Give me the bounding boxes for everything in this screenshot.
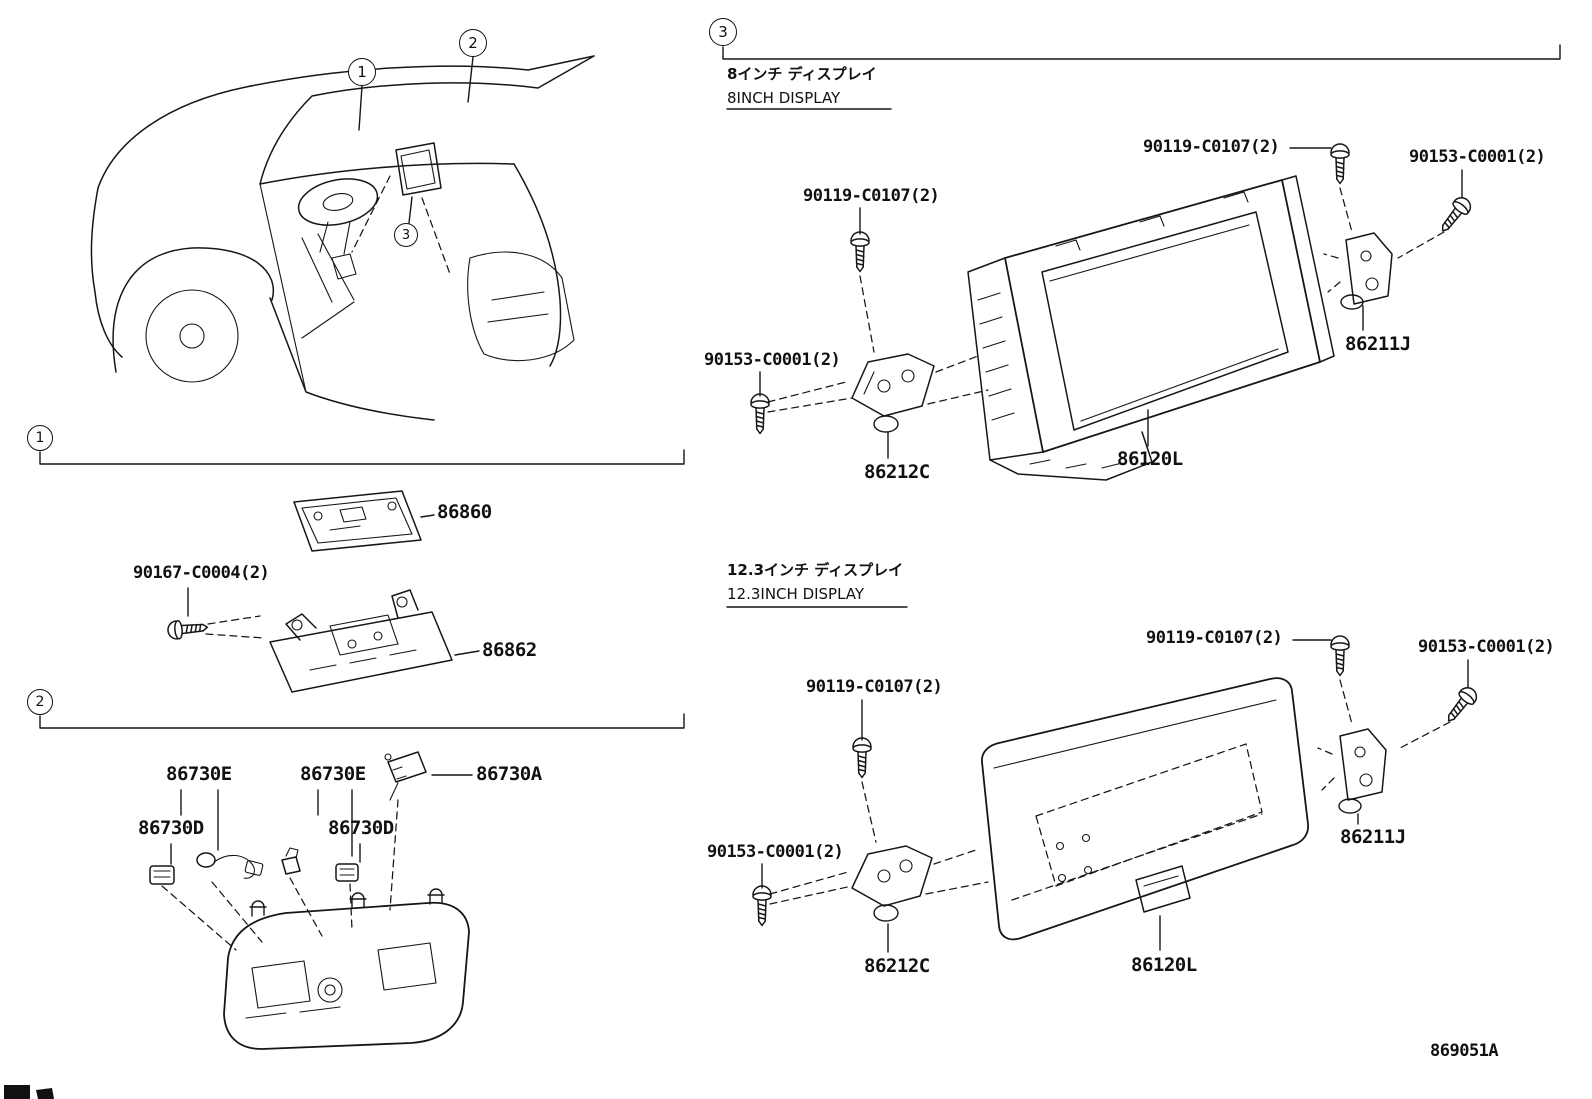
print-artifact [4, 1085, 54, 1099]
part-label-86730d: 86730D [138, 817, 204, 839]
mic-clip-part [149, 865, 175, 885]
mic-clip-part [335, 863, 359, 882]
display8-title-jp: 8インチ ディスプレイ [727, 65, 877, 83]
display123-art [752, 635, 1481, 953]
part-label-86862: 86862 [482, 639, 537, 661]
mic-clip-part [281, 856, 301, 875]
mic-86730a-part [387, 751, 427, 783]
part-label-86730e: 86730E [300, 763, 366, 785]
part-label-86860: 86860 [437, 501, 492, 523]
dash-display [395, 142, 442, 196]
part-label-86120l: 86120L [1131, 954, 1197, 976]
bracket-86862-part [269, 611, 453, 693]
callout-1-section: 1 [27, 425, 53, 451]
bracket-86212c-part [851, 353, 935, 417]
display123-title-en: 12.3INCH DISPLAY [727, 585, 865, 603]
display8-art [750, 143, 1475, 481]
part-label-86211j: 86211J [1345, 333, 1411, 355]
display-86120l-123in-part [981, 677, 1309, 941]
part-label-90153-c0001: 90153-C0001(2) [1418, 637, 1555, 657]
part-label-90153-c0001: 90153-C0001(2) [704, 350, 841, 370]
section-rules [39, 44, 1561, 729]
display123-title-jp: 12.3インチ ディスプレイ [727, 561, 904, 579]
callout-3-section: 3 [709, 18, 737, 46]
car-sketch [90, 55, 595, 421]
callout-2-car: 2 [459, 29, 487, 57]
callout-1-car: 1 [348, 58, 376, 86]
bracket-86212c-part [851, 845, 933, 907]
display8-title-en: 8INCH DISPLAY [727, 89, 841, 107]
screw-icon [852, 737, 872, 779]
screw-icon [850, 231, 870, 273]
screw-icon [166, 617, 209, 641]
bracket-86211j-part [1339, 728, 1387, 801]
drawing-number: 869051A [1430, 1041, 1499, 1061]
part-label-86730a: 86730A [476, 763, 542, 785]
part-label-90119-c0107: 90119-C0107(2) [1143, 137, 1280, 157]
screw-icon [1440, 683, 1481, 728]
part-label-86120l: 86120L [1117, 448, 1183, 470]
screw-icon [750, 393, 770, 435]
screw-icon [1330, 143, 1350, 185]
part-label-86212c: 86212C [864, 955, 930, 977]
part-label-90119-c0107: 90119-C0107(2) [1146, 628, 1283, 648]
part-label-90153-c0001: 90153-C0001(2) [707, 842, 844, 862]
section2-art [149, 751, 473, 1050]
part-label-86730e: 86730E [166, 763, 232, 785]
mic-86730e-part [196, 852, 216, 868]
screw-icon [752, 885, 772, 927]
part-label-90167-c0004: 90167-C0004(2) [133, 563, 270, 583]
section1-art [166, 490, 480, 693]
part-label-86211j: 86211J [1340, 826, 1406, 848]
callout-3-car: 3 [394, 223, 418, 247]
part-label-90119-c0107: 90119-C0107(2) [803, 186, 940, 206]
overhead-console-part [223, 901, 470, 1050]
amplifier-86860-part [293, 490, 422, 552]
steering-wheel [297, 178, 379, 226]
part-label-90153-c0001: 90153-C0001(2) [1409, 147, 1546, 167]
screw-icon [1330, 635, 1350, 677]
part-label-86730d: 86730D [328, 817, 394, 839]
bracket-86211j-part [1345, 232, 1393, 305]
callout-2-section: 2 [27, 689, 53, 715]
part-label-90119-c0107: 90119-C0107(2) [806, 677, 943, 697]
screw-icon [1434, 193, 1475, 238]
part-label-86212c: 86212C [864, 461, 930, 483]
